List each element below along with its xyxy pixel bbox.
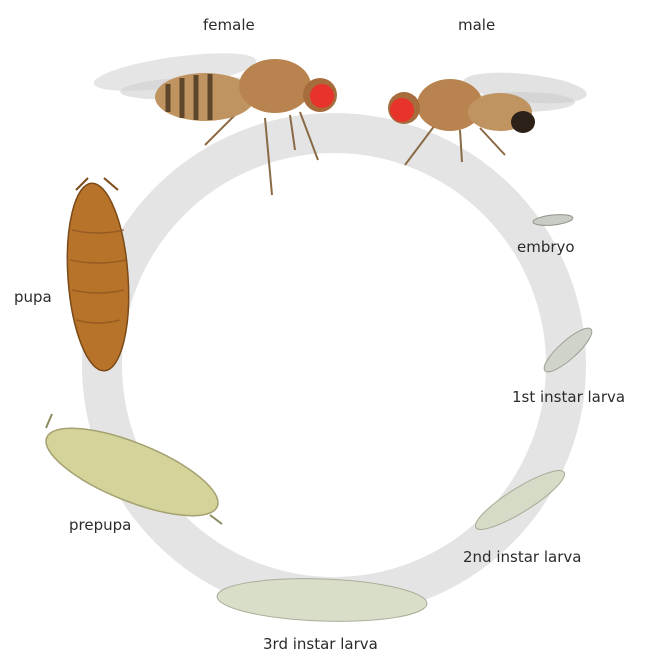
male-fly-icon — [388, 72, 587, 166]
third-instar-larva-icon — [216, 578, 428, 622]
embryo-icon — [532, 214, 574, 226]
stage-label-prepupa: prepupa — [69, 516, 132, 534]
stage-label-male: male — [458, 16, 496, 34]
stage-label-pupa: pupa — [14, 288, 52, 306]
prepupa-icon — [45, 413, 223, 525]
pupa-icon — [66, 177, 130, 372]
stage-label-first-instar: 1st instar larva — [512, 388, 626, 406]
stage-label-female: female — [203, 16, 255, 34]
stage-label-embryo: embryo — [517, 238, 575, 256]
stage-label-third-instar: 3rd instar larva — [263, 635, 378, 653]
second-instar-larva-icon — [474, 470, 566, 530]
cycle-ring — [82, 113, 586, 617]
first-instar-larva-icon — [543, 327, 593, 373]
female-fly-icon — [93, 53, 337, 196]
stage-label-second-instar: 2nd instar larva — [463, 548, 582, 566]
